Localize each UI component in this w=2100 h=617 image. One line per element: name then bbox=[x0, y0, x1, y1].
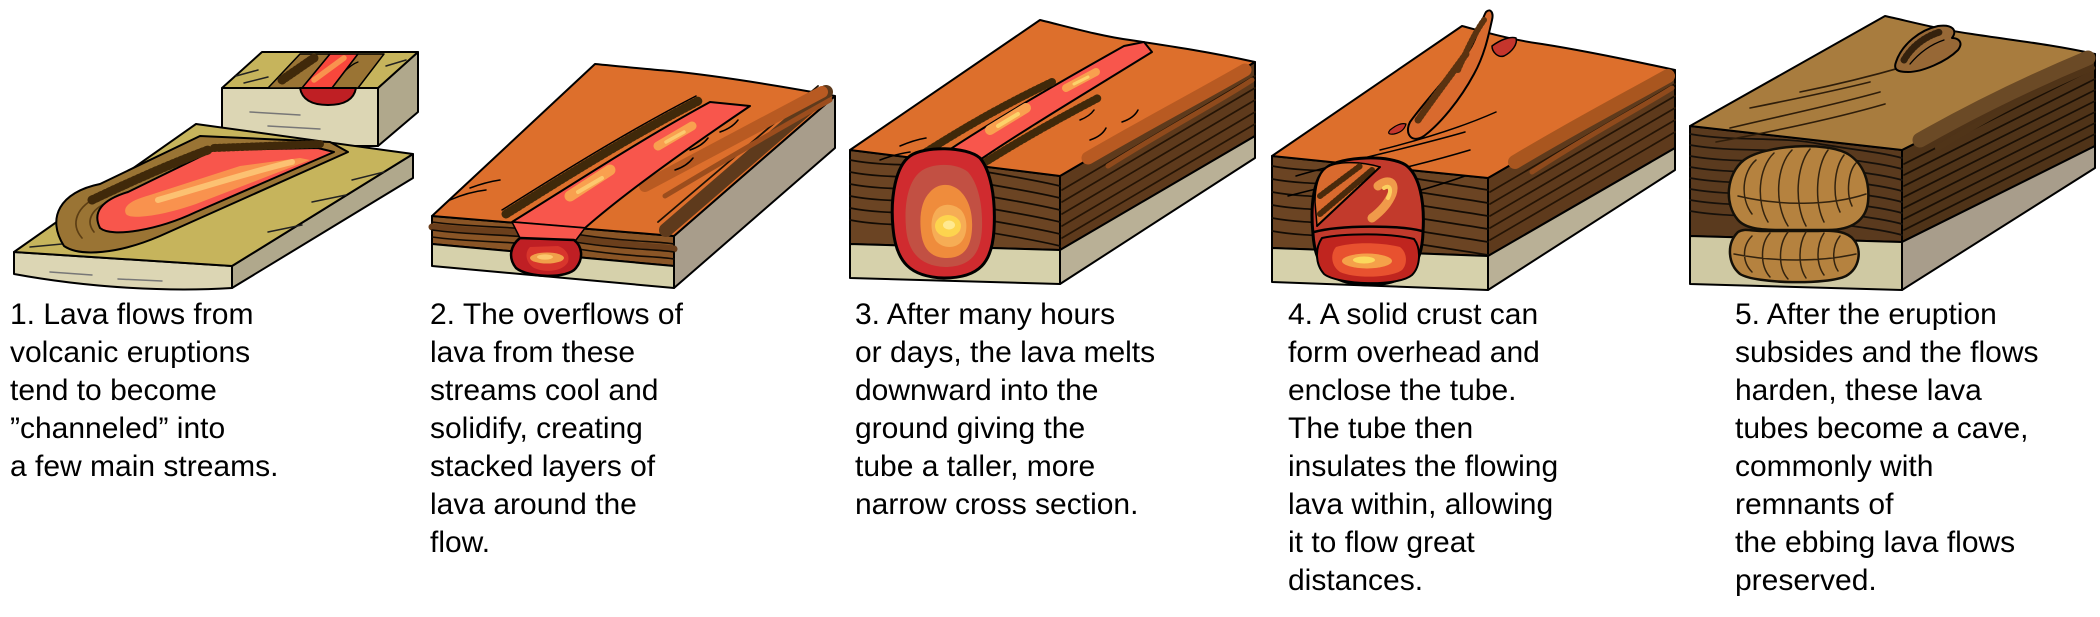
crusted-tube-block bbox=[1271, 9, 1676, 291]
stage-2-panel: 2. The overflows of lava from these stre… bbox=[420, 0, 840, 617]
stage-1-panel: 1. Lava flows from volcanic eruptions te… bbox=[0, 0, 420, 617]
small-skylight-opening bbox=[1388, 123, 1407, 135]
stage-4-panel: 4. A solid crust can form overhead and e… bbox=[1260, 0, 1680, 617]
stage-2-art bbox=[420, 0, 840, 292]
stage-4-caption: 4. A solid crust can form overhead and e… bbox=[1288, 298, 1559, 597]
hardened-cave-block bbox=[1689, 15, 2096, 291]
tube-cross-section bbox=[890, 147, 996, 280]
stage-5-illustration-lava-tube-cave bbox=[1689, 15, 2096, 291]
collapsed-ceiling-scar bbox=[1894, 24, 1962, 73]
cave-cross-section bbox=[1727, 144, 1870, 284]
stage-3-panel: 3. After many hours or days, the lava me… bbox=[840, 0, 1260, 617]
stage-4-art bbox=[1260, 0, 1680, 292]
enclosed-tube-cross-section bbox=[1310, 156, 1425, 287]
stage-4-illustration-enclosed-tube bbox=[1271, 9, 1676, 291]
stage-2-illustration-stacked-lava-layers bbox=[428, 63, 836, 289]
stage-1-caption: 1. Lava flows from volcanic eruptions te… bbox=[10, 298, 279, 483]
stage-3-caption: 3. After many hours or days, the lava me… bbox=[855, 298, 1156, 521]
front-terrain-block-with-lava-channel bbox=[13, 123, 414, 291]
stage-2-caption: 2. The overflows of lava from these stre… bbox=[430, 298, 683, 559]
skylight-opening bbox=[1491, 36, 1518, 58]
block-top-surface bbox=[1689, 15, 2096, 151]
stage-5-art bbox=[1680, 0, 2100, 292]
deepening-tube-block bbox=[849, 19, 1256, 285]
stage-1-art bbox=[0, 0, 420, 292]
stage-3-illustration-tall-tube-cross-section bbox=[849, 19, 1256, 285]
stage-5-panel: 5. After the eruption subsides and the f… bbox=[1680, 0, 2100, 617]
stage-3-art bbox=[840, 0, 1260, 292]
stage-1-illustration-channeled-lava-streams bbox=[13, 51, 419, 291]
layered-lava-block bbox=[428, 63, 836, 289]
stage-5-caption: 5. After the eruption subsides and the f… bbox=[1735, 298, 2039, 597]
